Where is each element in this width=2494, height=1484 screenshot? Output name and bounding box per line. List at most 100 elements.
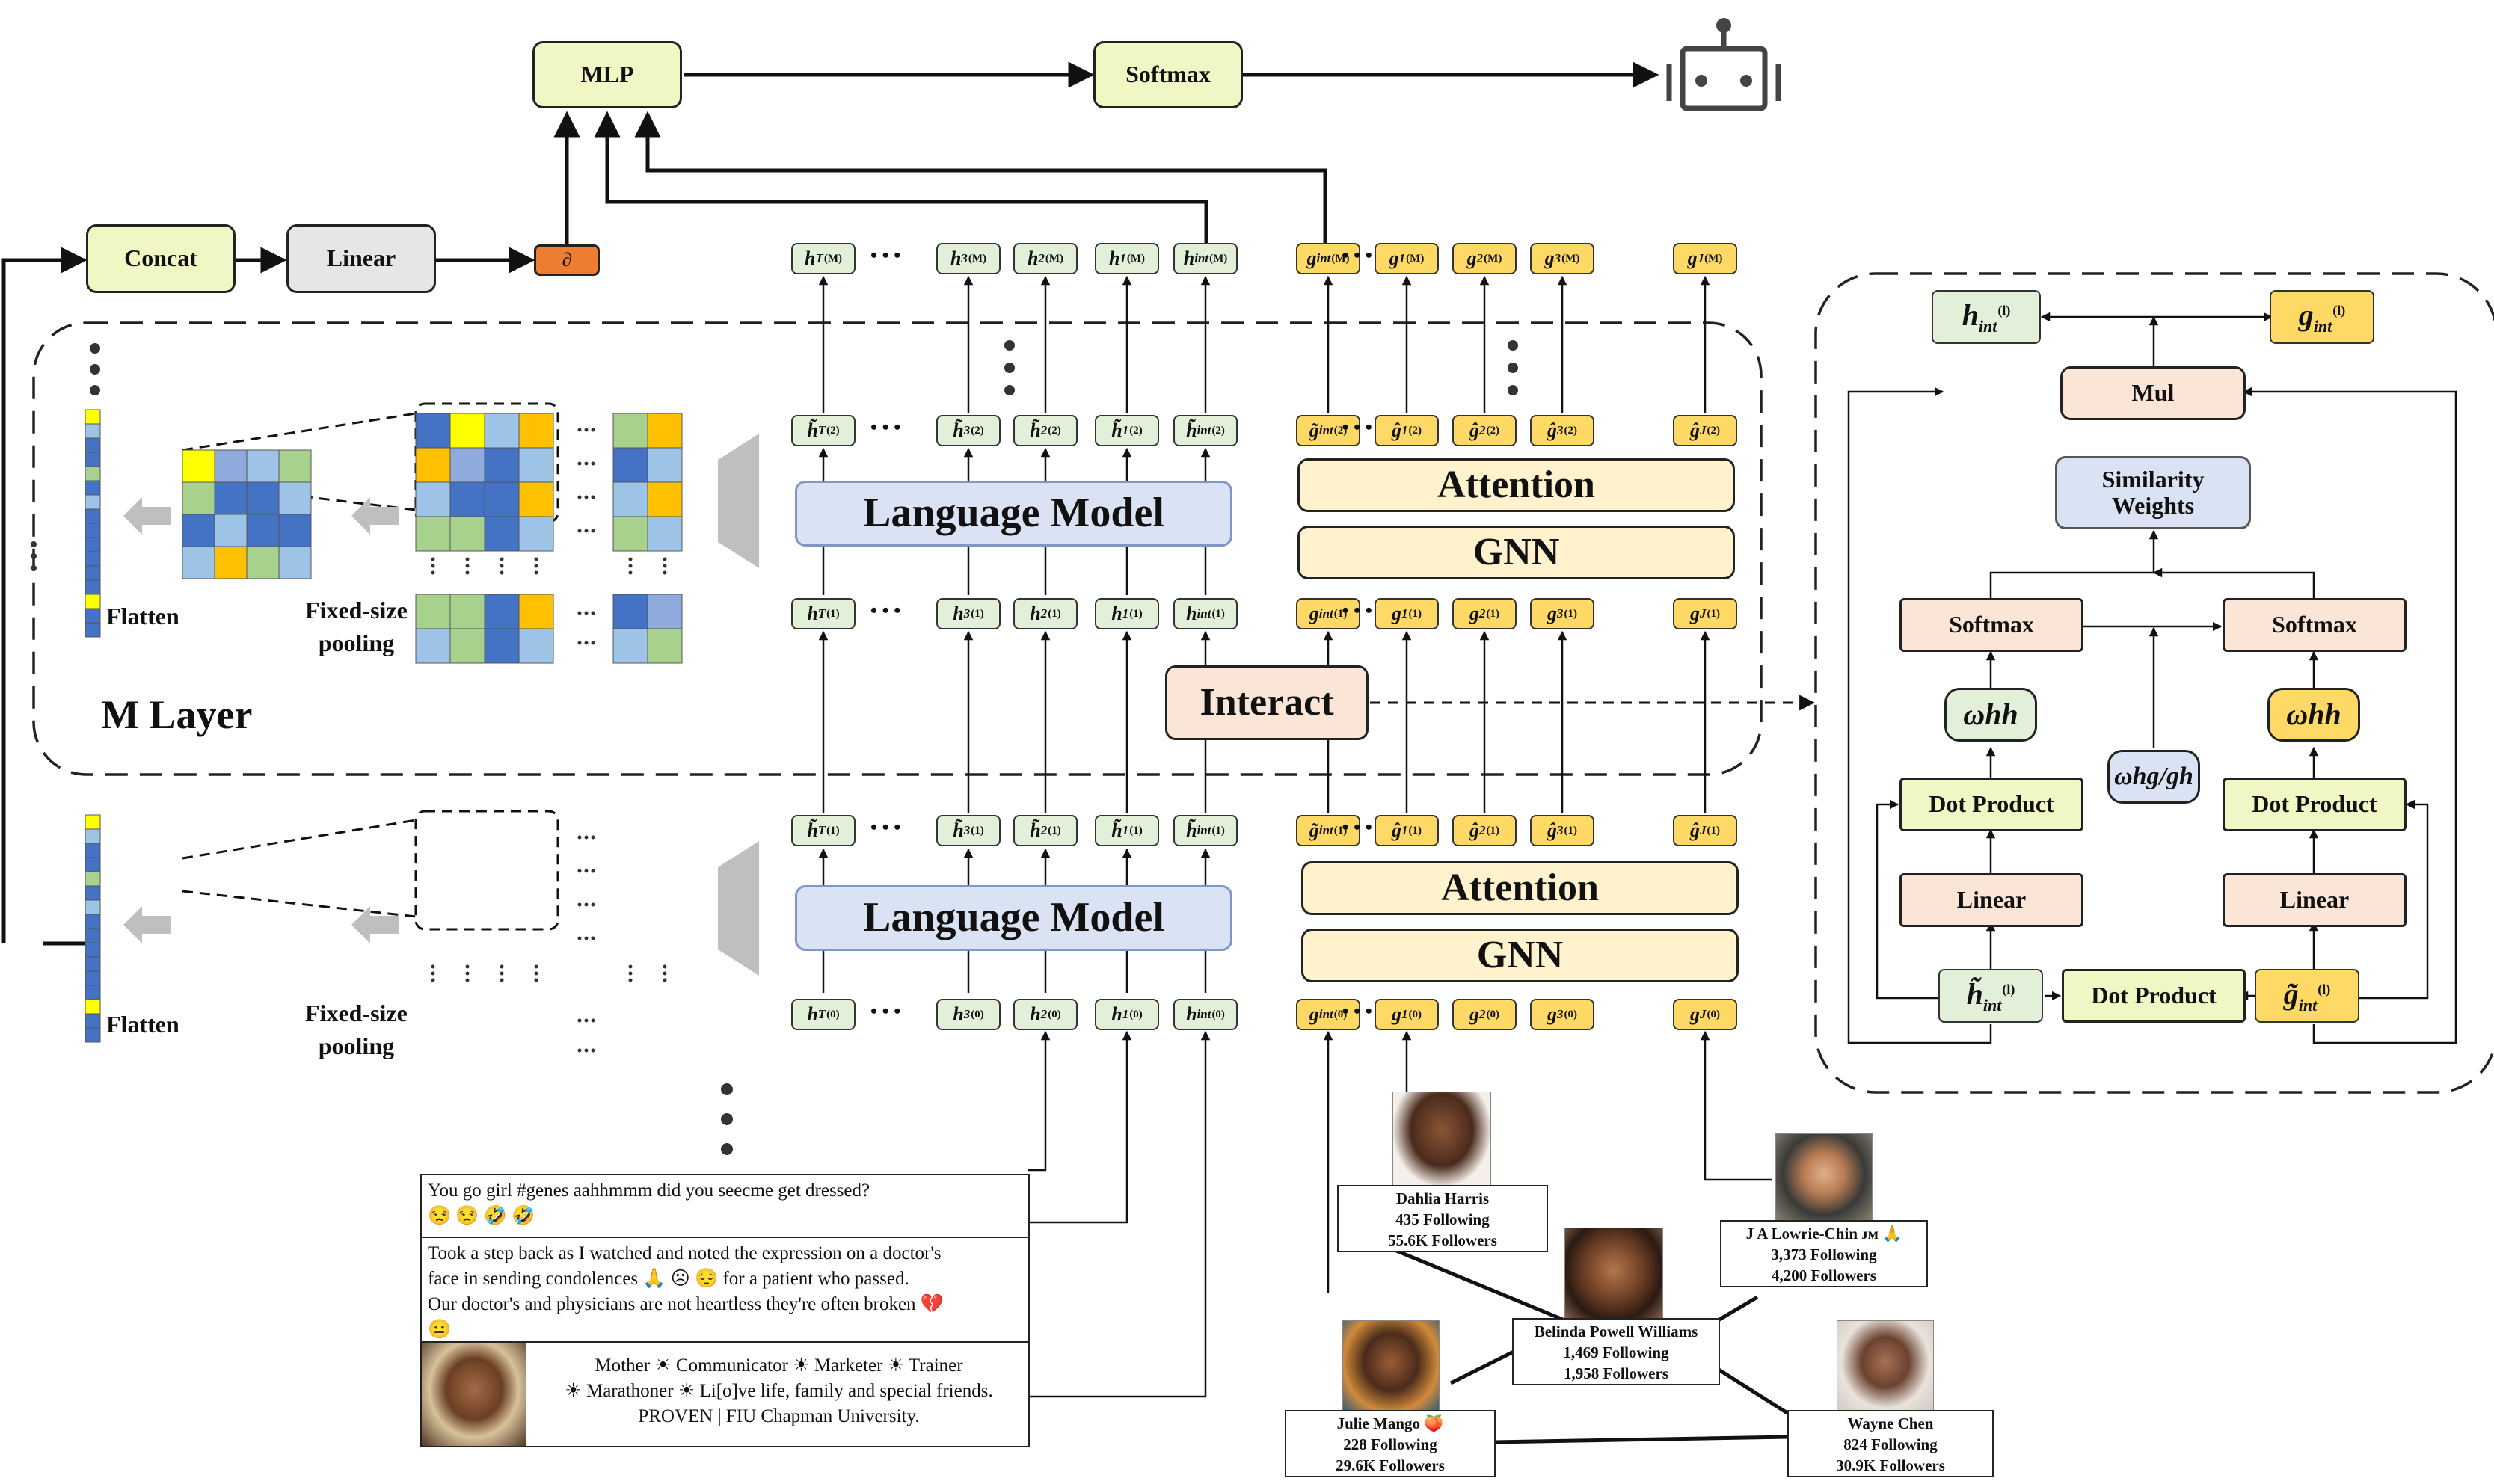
flatten-vector [85, 885, 101, 901]
feature-map [246, 481, 280, 515]
tweet-1: You go girl #genes aahhmmm did you seecm… [420, 1174, 1030, 1238]
m-layer-label: M Layer [101, 692, 253, 737]
feature-map [246, 514, 280, 547]
pooled-map [612, 516, 648, 552]
omega-hg-gh: ωhg/gh [2107, 750, 2200, 804]
pooled-map [612, 628, 648, 664]
pooled-map [415, 628, 451, 664]
token-h-l1t-0: h̃T(1) [791, 815, 856, 846]
flatten-vector [85, 871, 101, 887]
concat-output-box: ∂ [534, 244, 600, 276]
feature-map [214, 546, 248, 579]
token-ellipsis: • • • [1342, 600, 1372, 621]
feature-map [278, 481, 312, 515]
token-h-l2-0: h̃T(2) [791, 415, 856, 446]
gnn-box-lower: GNN [1301, 929, 1739, 982]
flatten-vector [85, 914, 101, 929]
pooled-map [612, 481, 648, 517]
flatten-vector [85, 494, 101, 510]
user-bio: Mother ☀ Communicator ☀ Marketer ☀ Train… [420, 1341, 1030, 1447]
pooled-map [415, 516, 451, 552]
linear-top-box: Linear [286, 224, 436, 293]
pooled-map [518, 594, 554, 629]
pooled-map [449, 413, 485, 449]
token-ellipsis: • • • [870, 416, 901, 438]
feature-map [182, 449, 215, 483]
feature-map [278, 449, 312, 483]
interact-box: Interact [1165, 665, 1369, 740]
flatten-vector [85, 480, 101, 496]
concat-box: Concat [86, 224, 236, 293]
softmax-left-box: Softmax [1899, 598, 2083, 652]
robot-icon [1666, 30, 1781, 111]
pooled-map [647, 413, 683, 449]
pooled-map [484, 447, 520, 483]
avatar-lowrie [1775, 1133, 1873, 1223]
token-g-l2-0: g̃int(2) [1296, 415, 1360, 446]
feature-map [182, 481, 215, 515]
bio-avatar [422, 1343, 526, 1446]
token-h-l2-1: h̃3(2) [936, 415, 1001, 446]
softmax-top-box: Softmax [1093, 41, 1243, 108]
token-ellipsis: • • • [870, 244, 901, 266]
pooled-map [484, 628, 520, 664]
pooled-map [449, 481, 485, 517]
pooled-map [612, 594, 648, 629]
flatten-vector [85, 970, 101, 986]
pooled-map [647, 447, 683, 483]
pooled-map [647, 628, 683, 664]
feature-map [214, 449, 248, 483]
flatten-vector [85, 1013, 101, 1029]
pooled-map [647, 516, 683, 552]
pooled-map [518, 413, 554, 449]
attention-box-lower: Attention [1301, 861, 1739, 915]
pooled-map [484, 481, 520, 517]
avatar-dahlia [1392, 1092, 1491, 1187]
flatten-vector [85, 956, 101, 972]
pooled-map [415, 447, 451, 483]
pooled-map [415, 481, 451, 517]
avatar-julie [1342, 1320, 1440, 1413]
linear-right-box: Linear [2223, 873, 2407, 927]
flatten-vector [85, 452, 101, 467]
flatten-vector [85, 999, 101, 1015]
pooled-map [449, 628, 485, 664]
dot-product-left-box: Dot Product [1899, 778, 2083, 831]
g-int-input-token: g̃int(l) [2255, 969, 2359, 1023]
token-h-l1t-4: h̃int(1) [1173, 815, 1238, 846]
attention-box-upper: Attention [1297, 458, 1735, 512]
pooled-map [449, 594, 485, 629]
token-ellipsis: • • • [870, 1000, 901, 1022]
flatten-vector [85, 437, 101, 453]
token-h-l2-3: h̃1(2) [1095, 415, 1159, 446]
softmax-right-box: Softmax [2223, 598, 2407, 652]
token-h-l1t-1: h̃3(1) [936, 815, 1001, 846]
similarity-weights-box: Similarity Weights [2055, 456, 2251, 529]
pooled-map [449, 516, 485, 552]
feature-map [246, 546, 280, 579]
feature-map [182, 514, 215, 547]
flatten-vector [85, 622, 101, 638]
